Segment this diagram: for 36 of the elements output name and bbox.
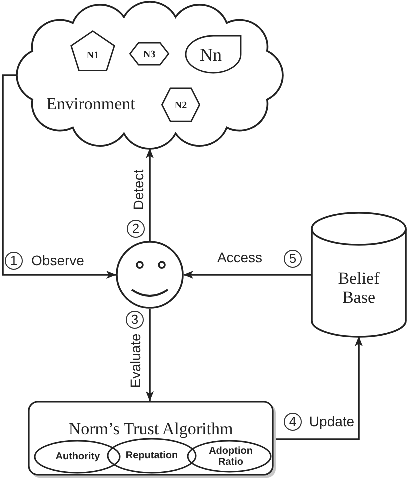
node-label: N1 [86, 50, 100, 62]
smiley-face [116, 241, 184, 309]
edge-label: Access [217, 250, 263, 266]
callout-number: 1 [5, 252, 23, 270]
node-label: Environment [46, 94, 136, 114]
edge-label: Observe [32, 253, 84, 269]
pentagon-node [70, 30, 116, 72]
ellipse-node [187, 440, 272, 473]
node-label: Nn [200, 44, 222, 66]
process-box [28, 401, 276, 478]
edge-label: Evaluate [128, 334, 144, 388]
node-label: Reputation [126, 450, 178, 462]
node-label: Authority [56, 451, 100, 463]
cloud-node [16, 1, 284, 150]
box-title: Norm’s Trust Algorithm [68, 419, 234, 439]
callout-number: 2 [127, 220, 145, 238]
edge-label: Detect [131, 170, 147, 210]
node-label: Belief Base [337, 268, 381, 308]
teardrop-node [185, 35, 242, 74]
arrow [2, 74, 116, 279]
callout-number: 4 [284, 413, 302, 431]
database-cylinder [311, 212, 407, 338]
node-label: Adoption Ratio [208, 445, 254, 468]
ellipse-node [34, 440, 121, 474]
node-label: N3 [143, 48, 156, 60]
hexagon-node [129, 42, 170, 66]
node-label: N2 [174, 100, 188, 112]
ellipse-node [107, 438, 197, 474]
callout-number: 3 [126, 311, 144, 329]
callout-number: 5 [284, 250, 302, 268]
edge-label: Update [309, 414, 355, 430]
arrow [146, 148, 154, 241]
arrow [276, 336, 363, 440]
arrow [146, 309, 154, 402]
hexagon-node [161, 87, 201, 123]
arrow [184, 271, 311, 279]
